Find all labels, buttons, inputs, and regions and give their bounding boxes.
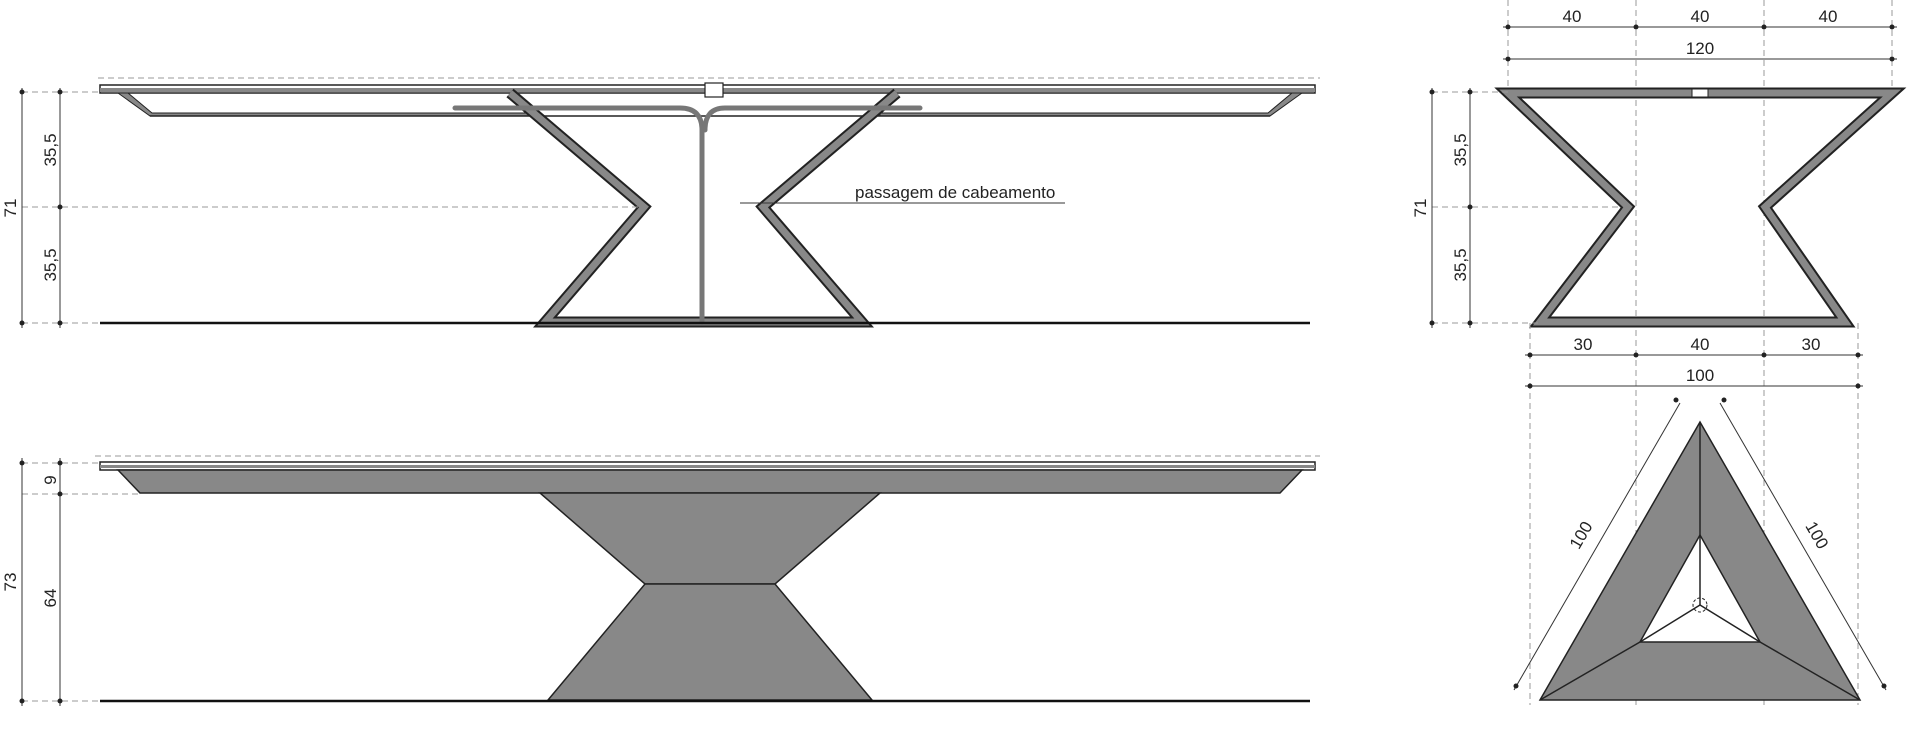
side-cable-opening (1691, 88, 1709, 98)
dim-side-top-c: 40 (1819, 7, 1838, 26)
dim-side-bot-a: 30 (1574, 335, 1593, 354)
plan-center-circle (1692, 597, 1708, 613)
dim-elev-total: 73 (1, 573, 20, 592)
dim-plan-left: 100 (1566, 518, 1597, 552)
plan-edge-right (1759, 641, 1861, 701)
side-view: 40 40 40 120 71 35,5 35,5 30 40 30 100 (1411, 0, 1907, 705)
elev-lower-base (546, 583, 874, 701)
apron-left (116, 92, 541, 117)
cable-left (452, 105, 705, 325)
cable-right (702, 105, 923, 133)
annotation-label: passagem de cabeamento (855, 183, 1055, 202)
elev-apron (116, 469, 1304, 494)
dim-side-top-a: 40 (1563, 7, 1582, 26)
front-section-view: passagem de cabeamento 71 35,5 35,5 (1, 77, 1320, 328)
front-elevation-view: 73 9 64 (1, 455, 1320, 706)
dim-plan-right: 100 (1801, 518, 1832, 552)
apron-right (879, 92, 1304, 117)
dim-elev-top: 9 (41, 475, 60, 484)
side-frame-fill (1499, 89, 1902, 326)
elev-upper-base (537, 492, 883, 585)
plan-dim-right-line (1719, 402, 1887, 691)
dim-side-upper: 35,5 (1451, 133, 1470, 166)
plan-inner-spoke-2 (1639, 604, 1701, 643)
dim-side-bot-b: 40 (1691, 335, 1710, 354)
dim-side-top-total: 120 (1686, 39, 1714, 58)
plan-view: 100 100 (1513, 397, 1887, 701)
dim-elev-base: 64 (41, 589, 60, 608)
plan-edge-left (1539, 641, 1641, 701)
plan-inner-spoke-3 (1699, 604, 1761, 643)
dim-front-total: 71 (1, 199, 20, 218)
dim-side-bot-c: 30 (1802, 335, 1821, 354)
dim-front-lower: 35,5 (41, 248, 60, 281)
elev-tabletop-core (100, 465, 1315, 468)
dim-side-bot-total: 100 (1686, 366, 1714, 385)
dim-side-top-b: 40 (1691, 7, 1710, 26)
cable-opening (704, 82, 724, 98)
dim-side-lower: 35,5 (1451, 248, 1470, 281)
dim-front-upper: 35,5 (41, 133, 60, 166)
plan-dim-left-line (1513, 402, 1681, 691)
dim-side-total: 71 (1411, 199, 1430, 218)
